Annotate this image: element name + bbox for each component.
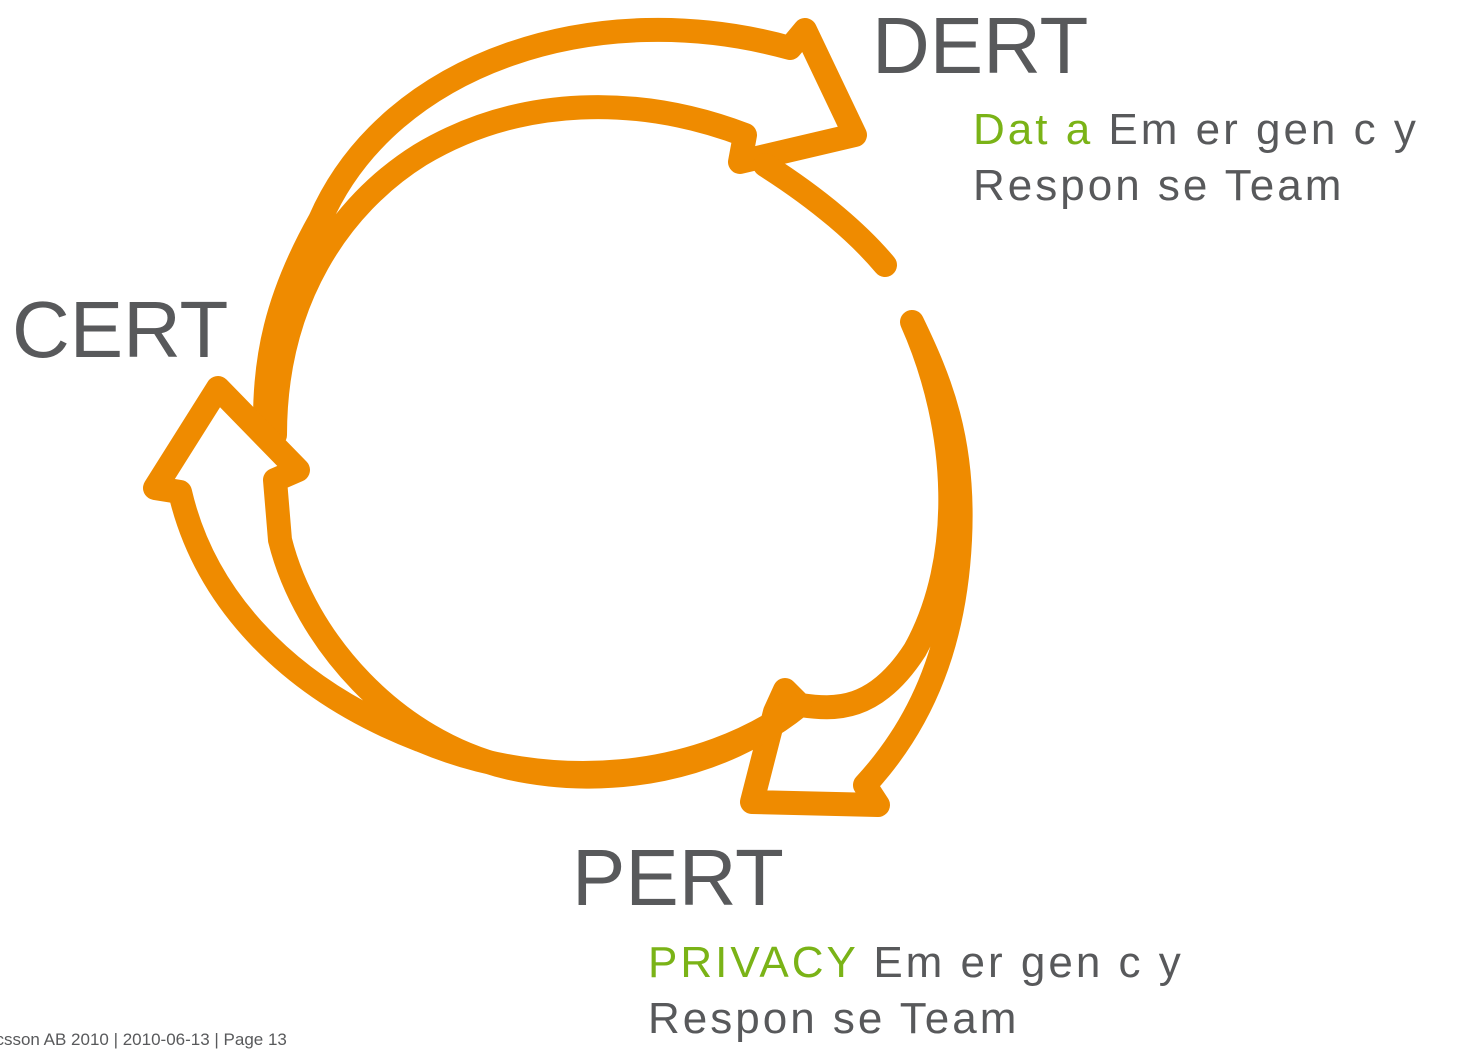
pert-desc-line1: Em er gen c y: [858, 938, 1184, 987]
pert-title: PERT: [572, 833, 784, 922]
pert-desc-line2: Respon se Team: [648, 994, 1020, 1043]
dert-desc-line2: Respon se Team: [973, 161, 1345, 210]
dert-desc-line1: Em er gen c y: [1093, 105, 1419, 154]
arrow-pert-to-cert: [143, 376, 812, 789]
arrow-dert-to-pert-outer: [740, 310, 973, 817]
dert-desc-accent: Dat a: [973, 105, 1094, 154]
dert-title: DERT: [872, 1, 1089, 90]
footer-text: ricsson AB 2010 | 2010-06-13 | Page 13: [0, 1030, 287, 1049]
pert-desc-accent: PRIVACY: [648, 938, 859, 987]
dert-description: Dat a Em er gen c y Respon se Team: [973, 102, 1419, 214]
cert-title: CERT: [12, 285, 229, 374]
pert-description: PRIVACY Em er gen c y Respon se Team: [648, 935, 1184, 1047]
arrow-dert-to-pert: [753, 153, 897, 277]
arrow-cert-to-dert: [253, 17, 867, 447]
